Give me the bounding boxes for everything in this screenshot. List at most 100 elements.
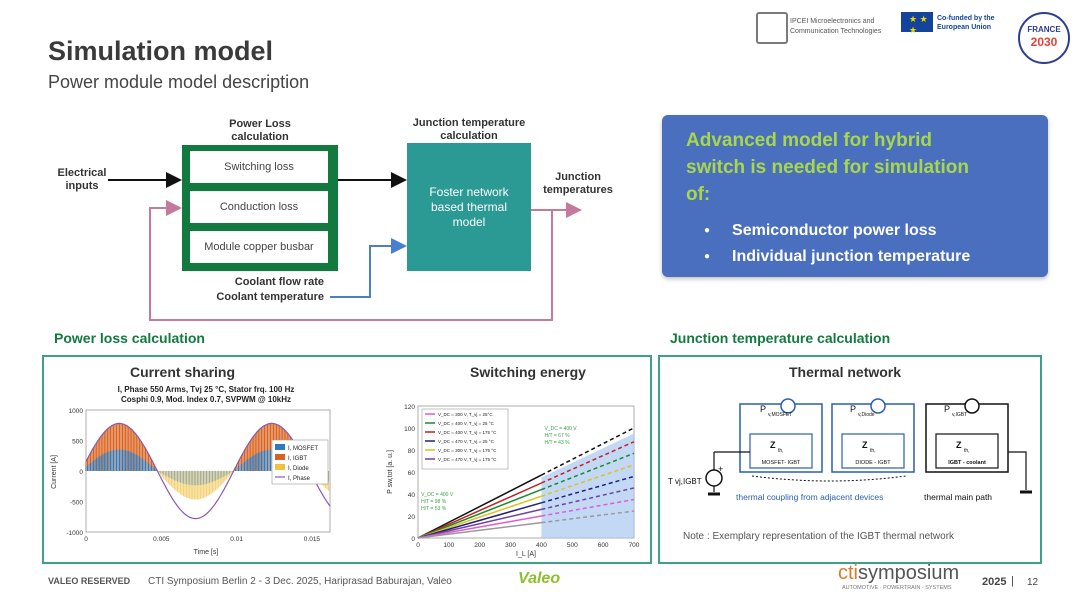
se-ylabel: P sw,tot [a. u.] [387,450,394,494]
callout-bullet: Individual junction temperature [704,245,970,271]
callout-list: Semiconductor power loss Individual junc… [704,219,970,271]
se-y-tick: 80 [408,448,416,455]
energy-line [417,482,542,539]
eu-logo: ★ ★ ★ Co-funded by the European Union [901,12,1013,36]
coolant-flow-label: Coolant flow rate [234,276,324,288]
se-annotation: H/T = 53 % [421,506,447,512]
energy-line [417,508,542,539]
se-legend-label: V_DC = 400 V, T_vj = 175 °C [438,430,497,435]
current-source-icon [870,398,886,414]
se-x-tick: 0 [416,542,420,549]
callout-heading: Advanced model for hybrid switch is need… [686,130,969,205]
cs-x-tick: 0.005 [153,536,170,543]
cs-xlabel: Time [s] [194,549,219,556]
svg-text:v,Diode: v,Diode [858,412,875,418]
se-legend: V_DC = 300 V, T_vj = 25°C V_DC = 400 V, T… [421,408,577,512]
current-sharing-title: Current sharing [130,364,236,380]
energy-line-extrap [541,452,635,491]
junction-temp-section-title: Junction temperature calculation [670,330,891,346]
power-loss-block: Switching loss Conduction loss Module co… [182,145,338,271]
valeo-reserved: VALEO RESERVED [48,576,131,586]
footer-divider: | [1011,575,1014,587]
energy-line-extrap [541,487,635,511]
eu-flag-icon: ★ ★ ★ [901,12,933,35]
se-x-tick: 600 [598,542,609,549]
se-annotation: H/T = 67 % [545,433,571,439]
se-y-tick: 0 [411,536,415,543]
energy-line-extrap [541,427,635,476]
se-x-tick: 200 [474,542,485,549]
france-text: FRANCE [1027,25,1061,34]
se-y-tick: 40 [408,492,416,499]
cti-text: cti [838,562,858,584]
symposium-text: symposium [858,562,960,584]
cs-ylabel: Current [A] [51,455,58,489]
phase-current-line [85,422,331,520]
cs-y-tick: 1000 [69,408,84,415]
thermal-note: Note : Exemplary representation of the I… [683,531,955,542]
junction-temperatures-label: Junction temperatures [543,171,613,196]
se-x-tick: 500 [567,542,578,549]
cs-legend-label: I, Diode [288,466,309,472]
cs-y-tick: -1000 [66,530,83,537]
current-source-icon [964,398,980,414]
cs-y-tick: 0 [79,469,83,476]
energy-line [417,502,542,539]
switching-energy-title: Switching energy [470,364,586,380]
se-y-tick: 20 [408,514,416,521]
energy-line [417,488,542,539]
se-annotation: V_DC = 400 V [421,492,454,498]
current-sharing-chart: I, Phase 550 Arms, Tvj 25 °C, Stator frq… [51,385,331,556]
coupling-label: thermal coupling from adjacent devices [736,492,883,502]
svg-text:th,: th, [870,448,876,454]
ipcei-icon [756,12,788,44]
ipcei-logo: IPCEI Microelectronics and Communication… [756,12,896,44]
tvj-label: T vj,IGBT [668,477,702,486]
energy-line [417,515,542,539]
cs-y-tick: -500 [70,500,83,507]
cs-x-tick: 0 [84,536,88,543]
energy-line-extrap [541,464,635,497]
cs-legend-swatch [275,444,285,450]
cti-sub: AUTOMOTIVE · POWERTRAIN · SYSTEMS [842,585,952,591]
se-x-tick: 400 [536,542,547,549]
se-xlabel: I_L [A] [516,551,536,558]
energy-line [417,495,542,539]
energy-line [417,474,542,539]
z-label-diode: DIODE - IGBT [855,460,891,466]
junction-calc-header: Junction temperature calculation [412,117,526,142]
valeo-logo: Valeo [518,570,561,587]
se-legend-label: V_DC = 300 V, T_vj = 25°C [438,412,493,417]
cs-x-tick: 0.015 [304,536,321,543]
svg-text:th,: th, [964,448,970,454]
se-legend-label: V_DC = 400 V, T_vj = 25 °C [438,421,495,426]
svg-text:+: + [718,464,723,474]
switching-loss-box: Switching loss [190,151,328,183]
advanced-model-callout: Advanced model for hybrid switch is need… [662,115,1048,277]
svg-text:th,: th, [778,448,784,454]
energy-line-extrap [541,475,635,504]
cs-legend-swatch [275,454,285,460]
cti-logo: ctisymposium [838,562,959,585]
footer-year: 2025 [982,576,1007,588]
thermal-network-title: Thermal network [789,364,902,380]
foster-label: Foster network based thermal model [429,184,509,229]
france-2030-logo: FRANCE 2030 [1018,12,1070,64]
svg-text:v,IGBT: v,IGBT [952,412,967,418]
switching-energy-plot [417,427,635,539]
svg-text:Z: Z [956,440,962,450]
se-x-tick: 100 [443,542,454,549]
slide-subtitle: Power module model description [48,72,310,92]
busbar-loss-box: Module copper busbar [190,231,328,263]
svg-text:v,MOSFET: v,MOSFET [768,412,792,418]
se-legend-label: V_DC = 470 V, T_vj = 25 °C [438,439,495,444]
svg-text:Z: Z [770,440,776,450]
cs-y-tick: 500 [72,439,83,446]
svg-text:P: P [850,404,856,414]
power-loss-section-title: Power loss calculation [54,330,205,346]
se-x-tick: 300 [505,542,516,549]
cs-legend-swatch [275,464,285,470]
electrical-inputs-label: Electrical inputs [57,167,107,192]
